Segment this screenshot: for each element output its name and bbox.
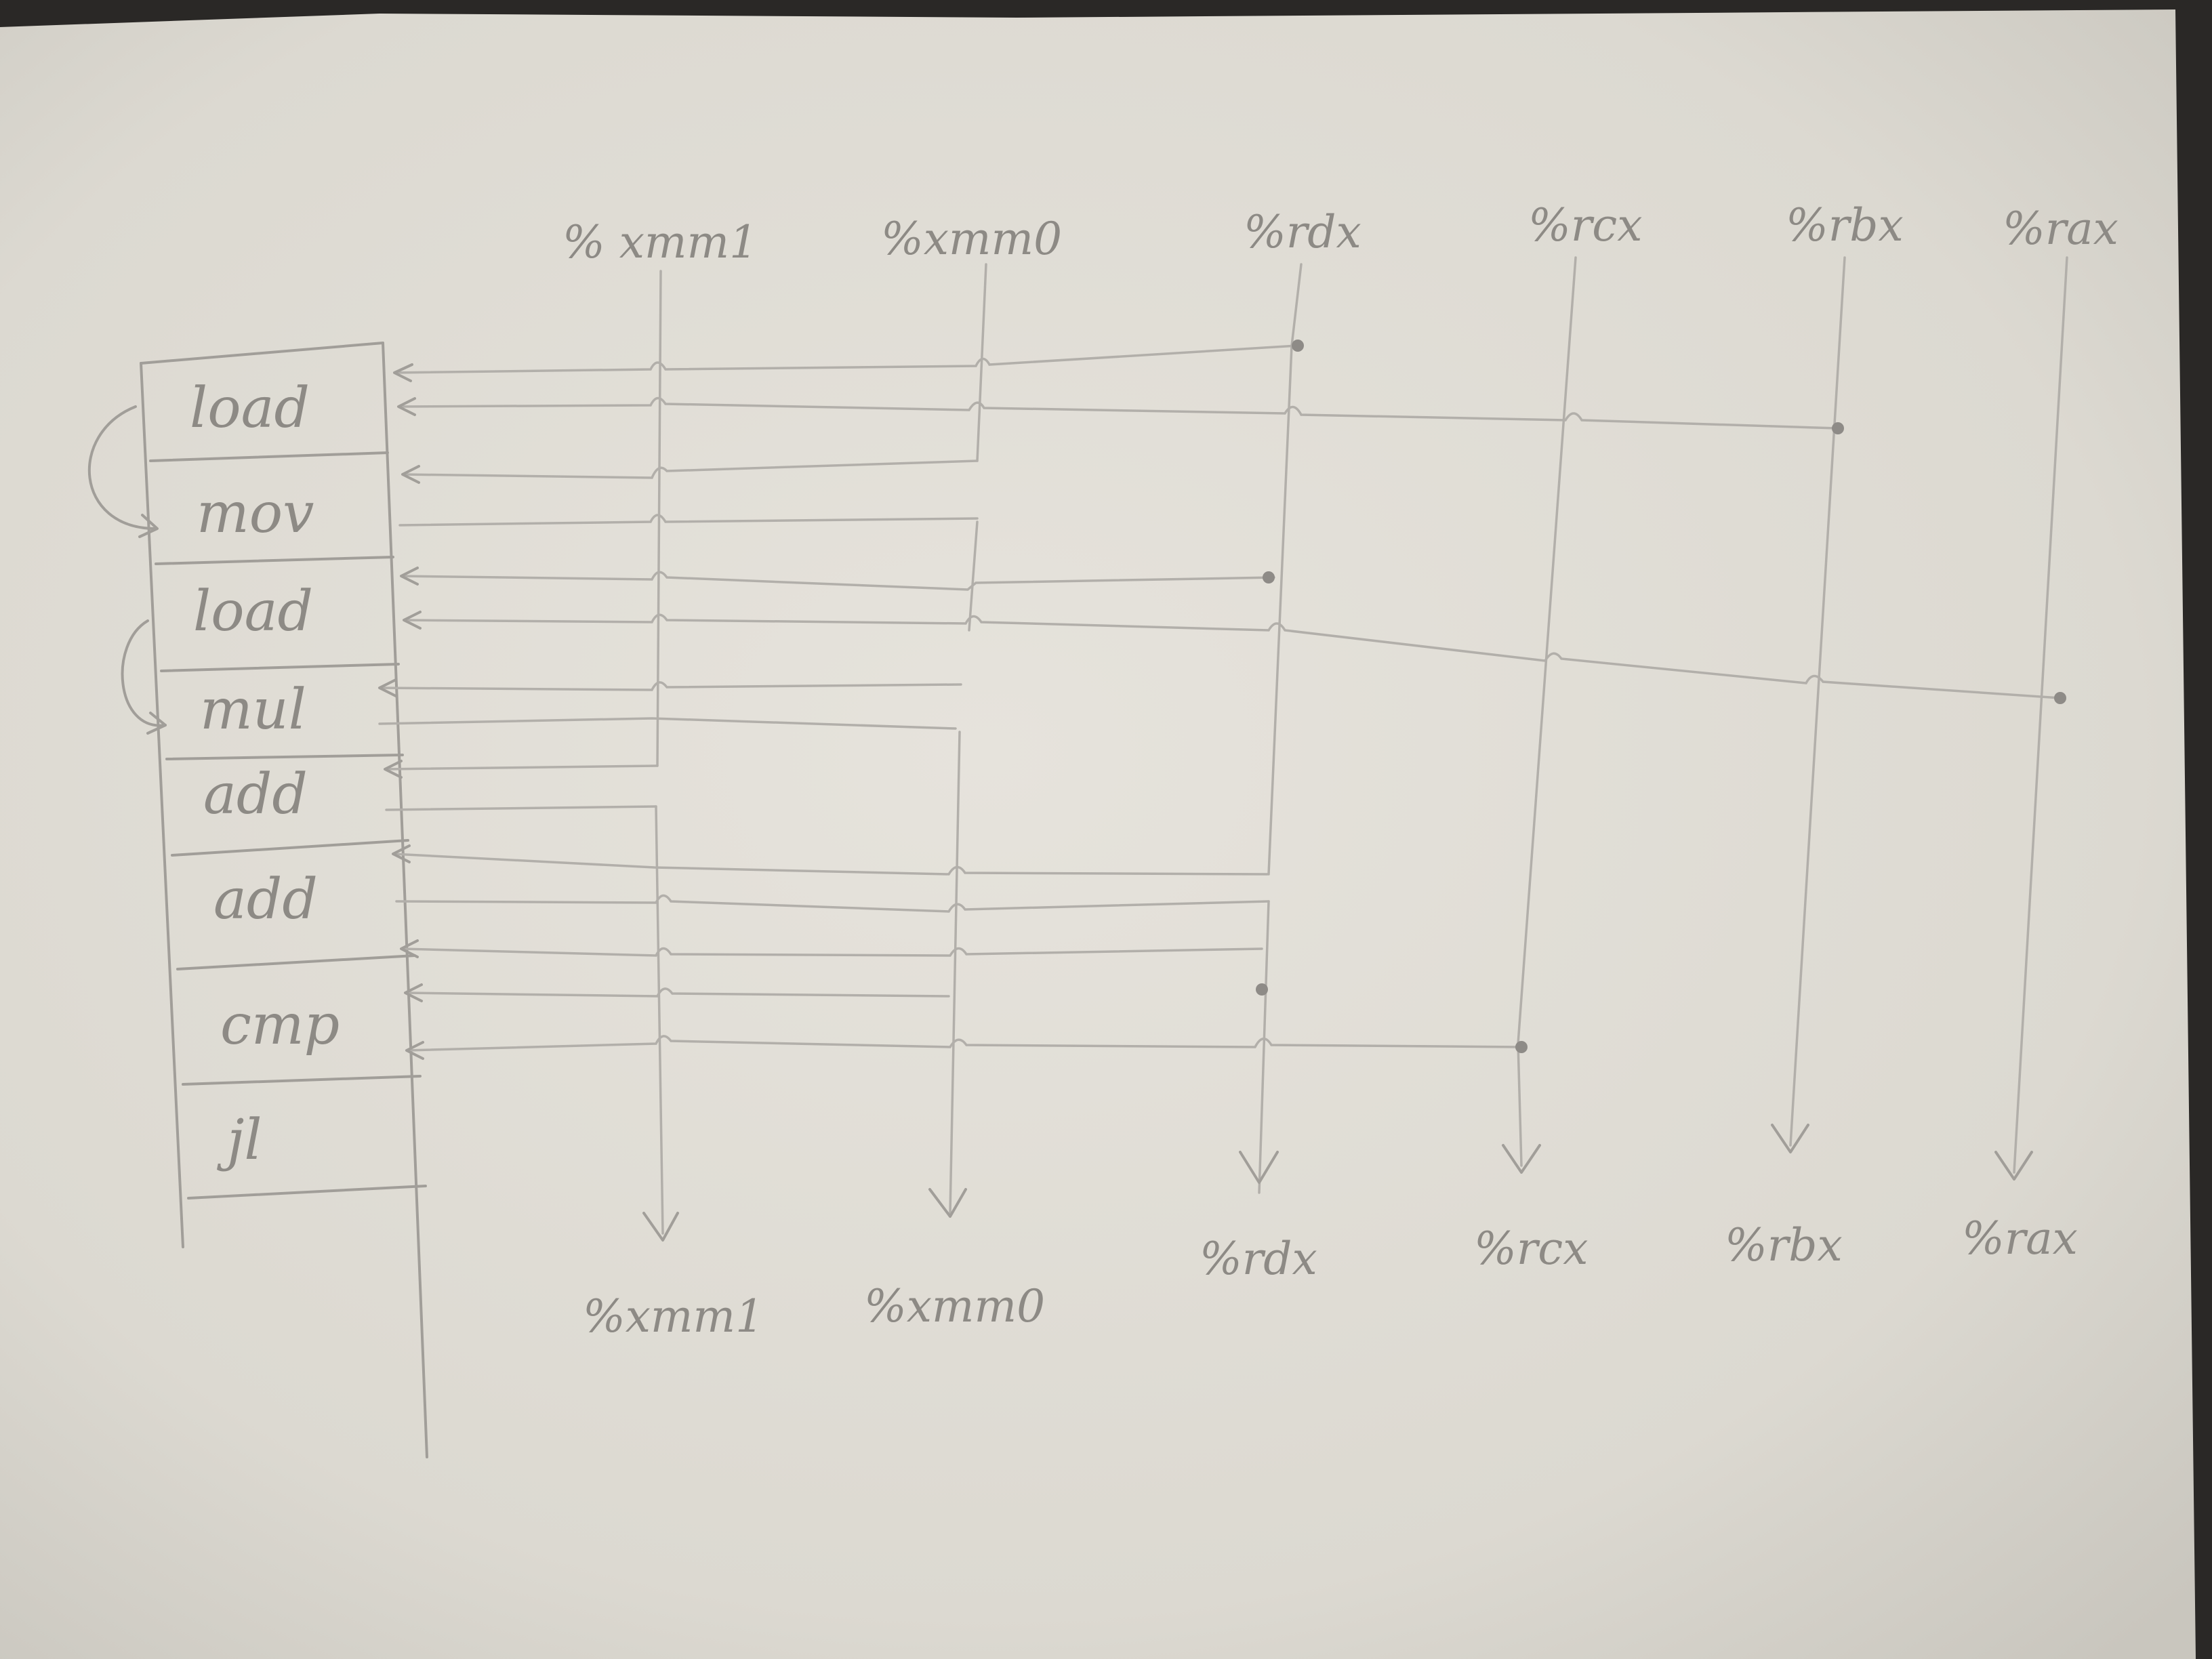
lane-rax xyxy=(2013,256,2068,1174)
instruction-table: load mov load mul add add cmp jl xyxy=(140,342,428,1458)
register-bottom-xmm0: %xmm0 xyxy=(864,1280,1045,1332)
dependency-arcs xyxy=(87,405,167,735)
register-bottom-rbx: %rbx xyxy=(1725,1219,1843,1271)
register-bottom-xmm1: %xmm1 xyxy=(583,1290,764,1343)
paper-sheet xyxy=(0,9,2196,1659)
instruction-load-2: load xyxy=(193,579,313,644)
dot-rdx-1 xyxy=(1292,340,1304,352)
lane-rbx xyxy=(1789,256,1846,1147)
register-top-xmm0: %xmm0 xyxy=(881,213,1062,265)
register-lanes xyxy=(642,256,2068,1242)
instruction-add-2: add xyxy=(213,867,318,932)
register-labels-top: % xmm1 %xmm0 %rdx %rcx %rbx %rax xyxy=(562,199,2118,268)
dot-rbx-1 xyxy=(1832,422,1844,434)
register-top-rdx: %rdx xyxy=(1244,206,1361,258)
lane-rdx xyxy=(1290,263,1303,347)
register-top-xmm1: % xmm1 xyxy=(562,216,758,268)
register-bottom-rax: %rax xyxy=(1962,1212,2078,1265)
dot-rax-1 xyxy=(2054,692,2066,704)
instruction-cmp: cmp xyxy=(220,993,340,1057)
instruction-add-1: add xyxy=(203,762,308,827)
dot-rdx-2 xyxy=(1263,571,1275,583)
register-bottom-rdx: %rdx xyxy=(1200,1233,1317,1285)
instruction-mul: mul xyxy=(200,678,306,742)
instruction-mov: mov xyxy=(197,481,314,546)
flow-lines xyxy=(378,340,2066,1060)
register-top-rcx: %rcx xyxy=(1528,199,1642,251)
register-top-rax: %rax xyxy=(2003,203,2118,255)
register-top-rbx: %rbx xyxy=(1786,199,1904,251)
register-labels-bottom: %xmm1 %xmm0 %rdx %rcx %rbx %rax xyxy=(583,1212,2078,1343)
dot-rdx-3 xyxy=(1256,983,1268,996)
dot-rcx-1 xyxy=(1515,1041,1528,1053)
instruction-load-1: load xyxy=(190,376,310,441)
lane-rcx xyxy=(1517,256,1577,1045)
register-bottom-rcx: %rcx xyxy=(1474,1223,1588,1275)
lane-xmm0 xyxy=(976,263,987,462)
